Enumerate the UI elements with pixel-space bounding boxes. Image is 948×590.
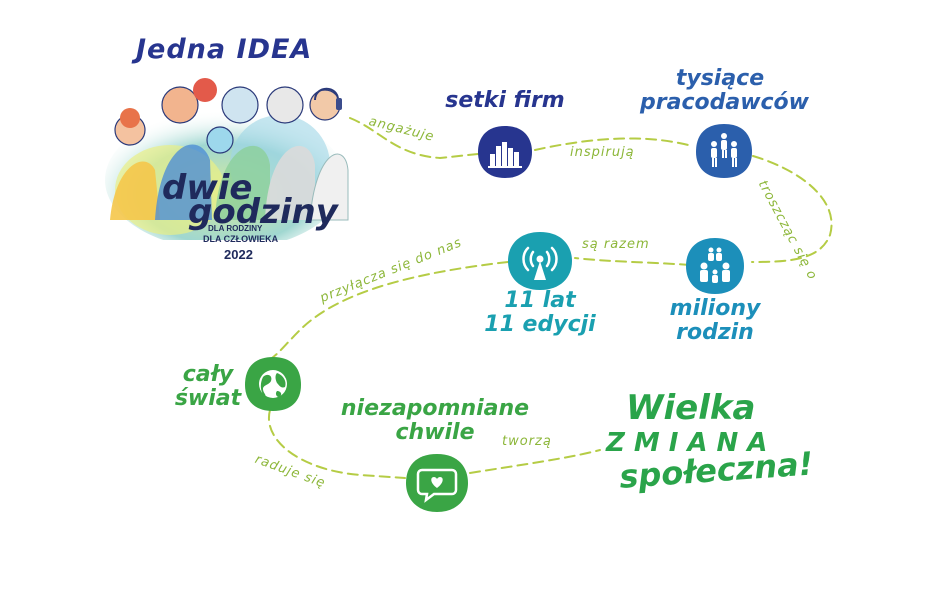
node-years-label-2: 11 edycji bbox=[484, 312, 596, 337]
family-illustration bbox=[105, 78, 349, 240]
connector-together: są razem bbox=[582, 237, 650, 252]
logo-block: Jedna IDEA dwie godziny bbox=[100, 30, 350, 270]
node-moments-label-1: niezapomniane bbox=[340, 396, 530, 421]
brand-subline1: DLA RODZINY bbox=[208, 224, 263, 233]
node-families-label-1: miliony bbox=[669, 296, 761, 321]
brand-year: 2022 bbox=[224, 247, 253, 262]
node-world-label-1: cały bbox=[182, 362, 234, 387]
brand-line2: godziny bbox=[188, 192, 338, 232]
node-world-label-2: świat bbox=[174, 386, 242, 411]
node-years-label-1: 11 lat bbox=[504, 288, 576, 313]
city-buildings-icon bbox=[478, 126, 532, 178]
finale-line1: Wielka bbox=[626, 388, 756, 428]
node-moments-label-2: chwile bbox=[395, 420, 475, 445]
chat-heart-icon bbox=[406, 454, 468, 512]
brand-subline2: DLA CZŁOWIEKA bbox=[203, 234, 279, 244]
brand-line1: dwie bbox=[162, 168, 253, 208]
connector-create: tworzą bbox=[502, 434, 552, 449]
globe-icon bbox=[245, 357, 301, 411]
node-employers-label-2: pracodawców bbox=[640, 90, 809, 115]
family-icon bbox=[686, 238, 744, 294]
connector-inspire: inspirują bbox=[570, 145, 635, 160]
node-families-label-2: rodzin bbox=[676, 320, 754, 345]
antenna-icon bbox=[508, 232, 572, 290]
finale-line2: ZMIANA bbox=[606, 428, 777, 458]
people-icon bbox=[696, 124, 752, 178]
node-employers-label-1: tysiące bbox=[675, 66, 765, 91]
logo-title: Jedna IDEA bbox=[136, 34, 313, 65]
node-firms-label: setki firm bbox=[445, 88, 565, 113]
